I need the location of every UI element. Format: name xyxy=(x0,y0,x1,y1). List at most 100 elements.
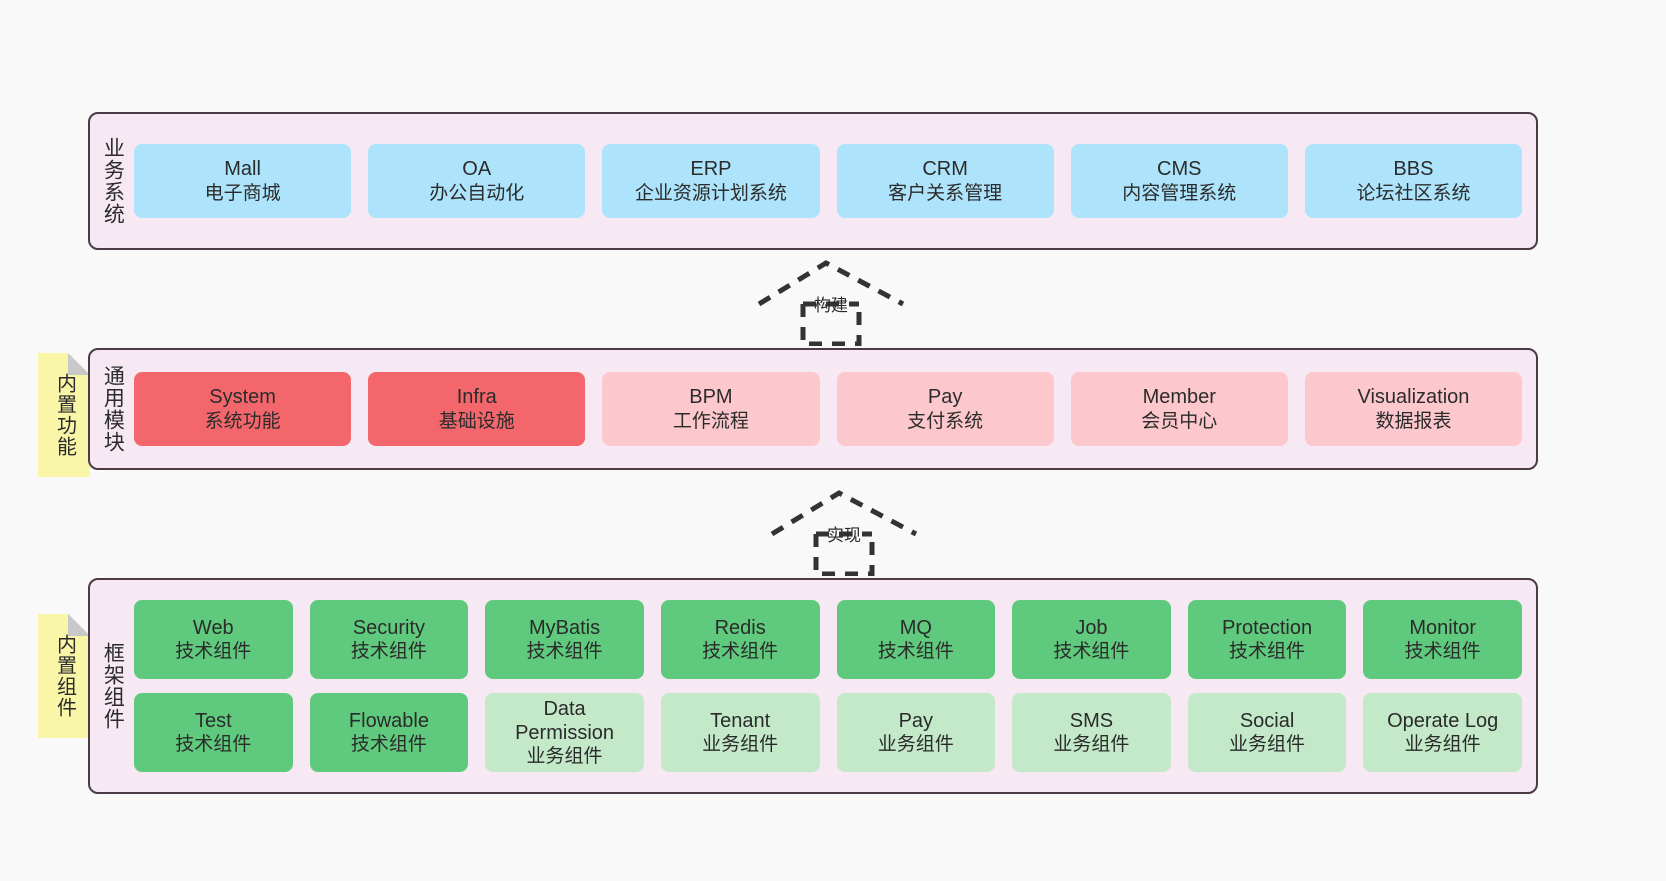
layer-caption-common-module: 通用模块 xyxy=(101,365,125,453)
layer-body-framework-component: Web 技术组件 Security 技术组件 MyBatis 技术组件 Redi… xyxy=(134,580,1536,792)
layer-body-common-module: System 系统功能 Infra 基础设施 BPM 工作流程 Pay 支付系统… xyxy=(134,350,1536,468)
node-subtitle: 内容管理系统 xyxy=(1122,182,1237,204)
node-member[interactable]: Member 会员中心 xyxy=(1070,372,1288,446)
connector-label-implement: 实现 xyxy=(827,526,861,545)
node-crm[interactable]: CRM 客户关系管理 xyxy=(836,144,1054,218)
node-subtitle: 企业资源计划系统 xyxy=(634,182,787,204)
node-title: Redis xyxy=(714,616,766,639)
node-pay-module[interactable]: Pay 支付系统 xyxy=(836,372,1054,446)
sticky-note-builtin-component: 内置组件 xyxy=(38,614,90,738)
node-row: Mall 电子商城 OA 办公自动化 ERP 企业资源计划系统 CRM 客户关系… xyxy=(134,144,1523,218)
node-subtitle: 支付系统 xyxy=(907,410,984,432)
node-sms[interactable]: SMS 业务组件 xyxy=(1012,693,1171,772)
node-title: CRM xyxy=(922,158,968,181)
node-subtitle: 业务组件 xyxy=(1053,734,1130,756)
node-subtitle: 业务组件 xyxy=(702,734,779,756)
node-title: Test xyxy=(194,709,232,732)
node-tenant[interactable]: Tenant 业务组件 xyxy=(660,693,820,772)
node-title: Mall xyxy=(224,158,261,181)
generalization-arrow-icon xyxy=(770,490,918,577)
sticky-note-label: 内置功能 xyxy=(53,373,76,457)
node-subtitle: 技术组件 xyxy=(350,734,427,756)
node-title: Flowable xyxy=(348,709,429,732)
node-bpm[interactable]: BPM 工作流程 xyxy=(602,372,820,446)
node-subtitle: 技术组件 xyxy=(175,734,252,756)
node-protection[interactable]: Protection 技术组件 xyxy=(1187,600,1347,679)
node-title: Web xyxy=(192,616,234,639)
sticky-note-builtin-function: 内置功能 xyxy=(38,353,90,477)
node-title: MQ xyxy=(899,616,932,639)
node-visualization[interactable]: Visualization 数据报表 xyxy=(1304,372,1523,446)
node-subtitle: 技术组件 xyxy=(1229,641,1306,663)
connector-build: 构建 xyxy=(755,258,907,347)
node-operate-log[interactable]: Operate Log 业务组件 xyxy=(1363,693,1522,772)
node-subtitle: 技术组件 xyxy=(877,641,954,663)
node-title: Job xyxy=(1075,616,1108,639)
node-title: Pay xyxy=(927,386,963,409)
node-title: CMS xyxy=(1157,158,1202,181)
node-pay-component[interactable]: Pay 业务组件 xyxy=(836,693,996,772)
node-title: MyBatis xyxy=(529,616,601,639)
node-subtitle: 办公自动化 xyxy=(429,182,525,204)
node-subtitle: 数据报表 xyxy=(1375,410,1452,432)
sticky-fold-icon xyxy=(68,614,90,636)
layer-framework-component: 框架组件 Web 技术组件 Security 技术组件 MyBatis 技术组件… xyxy=(88,578,1538,794)
node-data-permission[interactable]: Data Permission 业务组件 xyxy=(485,693,644,772)
node-title: Operate Log xyxy=(1387,709,1499,732)
node-title: Security xyxy=(352,616,426,639)
node-monitor[interactable]: Monitor 技术组件 xyxy=(1363,600,1522,679)
node-subtitle: 技术组件 xyxy=(526,641,603,663)
layer-caption-framework-component: 框架组件 xyxy=(101,642,125,730)
layer-caption-business-system: 业务系统 xyxy=(101,137,125,225)
node-subtitle: 技术组件 xyxy=(175,641,252,663)
layer-body-business-system: Mall 电子商城 OA 办公自动化 ERP 企业资源计划系统 CRM 客户关系… xyxy=(134,114,1536,248)
node-subtitle: 基础设施 xyxy=(438,410,515,432)
node-subtitle: 电子商城 xyxy=(204,182,281,204)
sticky-fold-icon xyxy=(68,353,90,375)
node-redis[interactable]: Redis 技术组件 xyxy=(660,600,820,679)
node-social[interactable]: Social 业务组件 xyxy=(1187,693,1347,772)
node-subtitle: 客户关系管理 xyxy=(888,182,1003,204)
node-subtitle: 技术组件 xyxy=(702,641,779,663)
node-infra[interactable]: Infra 基础设施 xyxy=(368,372,586,446)
node-title: Monitor xyxy=(1409,616,1477,639)
node-subtitle: 技术组件 xyxy=(350,641,427,663)
node-title: Social xyxy=(1239,709,1295,732)
node-job[interactable]: Job 技术组件 xyxy=(1012,600,1171,679)
node-row: Test 技术组件 Flowable 技术组件 Data Permission … xyxy=(134,693,1522,772)
node-security[interactable]: Security 技术组件 xyxy=(309,600,469,679)
sticky-note-label: 内置组件 xyxy=(53,634,76,718)
node-subtitle: 工作流程 xyxy=(672,410,749,432)
node-flowable[interactable]: Flowable 技术组件 xyxy=(309,693,469,772)
node-subtitle: 会员中心 xyxy=(1141,410,1218,432)
layer-business-system: 业务系统 Mall 电子商城 OA 办公自动化 ERP 企业资源计划系统 CRM… xyxy=(88,112,1538,250)
node-web[interactable]: Web 技术组件 xyxy=(134,600,293,679)
connector-implement: 实现 xyxy=(768,488,920,577)
node-title: Infra xyxy=(456,386,497,409)
node-bbs[interactable]: BBS 论坛社区系统 xyxy=(1304,144,1523,218)
node-subtitle: 业务组件 xyxy=(1229,734,1306,756)
node-mq[interactable]: MQ 技术组件 xyxy=(836,600,996,679)
node-row: Web 技术组件 Security 技术组件 MyBatis 技术组件 Redi… xyxy=(134,600,1522,679)
node-title: Visualization xyxy=(1357,386,1470,409)
node-title: BBS xyxy=(1393,158,1434,181)
node-subtitle: 技术组件 xyxy=(1053,641,1130,663)
node-row: System 系统功能 Infra 基础设施 BPM 工作流程 Pay 支付系统… xyxy=(134,372,1523,446)
node-title: Member xyxy=(1142,386,1216,409)
node-oa[interactable]: OA 办公自动化 xyxy=(368,144,586,218)
node-title: Tenant xyxy=(710,709,771,732)
node-subtitle: 业务组件 xyxy=(526,746,603,768)
node-title: OA xyxy=(462,158,492,181)
node-subtitle: 业务组件 xyxy=(1404,734,1481,756)
node-subtitle: 系统功能 xyxy=(204,410,281,432)
node-mall[interactable]: Mall 电子商城 xyxy=(134,144,352,218)
node-mybatis[interactable]: MyBatis 技术组件 xyxy=(485,600,644,679)
node-system[interactable]: System 系统功能 xyxy=(134,372,352,446)
node-title: Pay xyxy=(898,709,934,732)
node-subtitle: 技术组件 xyxy=(1404,641,1481,663)
node-erp[interactable]: ERP 企业资源计划系统 xyxy=(602,144,820,218)
generalization-arrow-icon xyxy=(757,260,905,347)
node-test[interactable]: Test 技术组件 xyxy=(134,693,293,772)
node-cms[interactable]: CMS 内容管理系统 xyxy=(1070,144,1288,218)
